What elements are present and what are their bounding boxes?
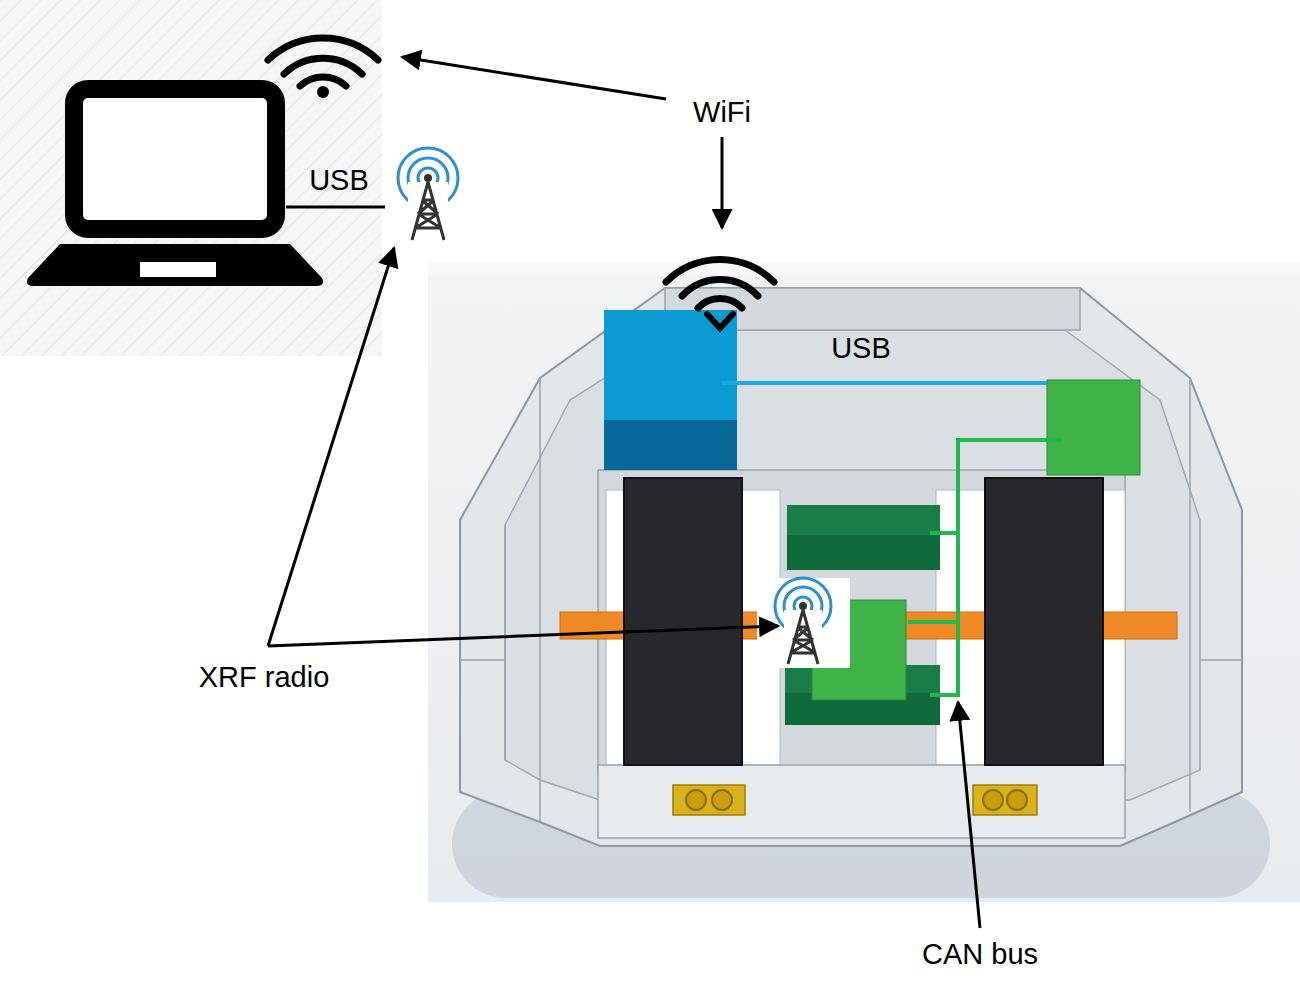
leader-arrow <box>268 57 980 928</box>
label-holder: USB <box>306 164 372 197</box>
can-controller <box>1047 380 1140 475</box>
can-bus-wire <box>908 440 1062 697</box>
label-holder: XRF radio <box>196 661 333 694</box>
ultrasonic-sensor <box>973 785 1037 815</box>
onboard-computer <box>604 310 737 420</box>
callout-label: USB <box>306 164 372 196</box>
antenna-icon <box>398 148 458 242</box>
onboard-computer-side <box>604 420 737 470</box>
wifi-icon <box>268 38 378 98</box>
label-holder: CAN bus <box>919 938 1041 971</box>
laptop-icon <box>27 89 323 286</box>
label-holder: USB <box>828 332 894 365</box>
wifi-icon <box>666 259 774 328</box>
callout-label: CAN bus <box>919 938 1041 970</box>
laptop-backdrop <box>0 0 382 356</box>
robot-chassis <box>460 288 1242 846</box>
callout-label: XRF radio <box>196 661 333 693</box>
wheel <box>985 478 1103 765</box>
usb-cable <box>286 206 385 209</box>
usb-cable <box>722 381 1047 385</box>
wheel <box>624 478 742 765</box>
render-background <box>428 262 1300 902</box>
render-top-strip <box>428 262 1300 276</box>
ultrasonic-sensor <box>673 785 745 815</box>
callout-label: USB <box>828 332 894 364</box>
label-holder: WiFi <box>690 96 754 129</box>
motor-top <box>787 505 940 535</box>
motor <box>787 505 940 570</box>
antenna-icon <box>757 578 850 668</box>
callout-label: WiFi <box>690 96 754 128</box>
